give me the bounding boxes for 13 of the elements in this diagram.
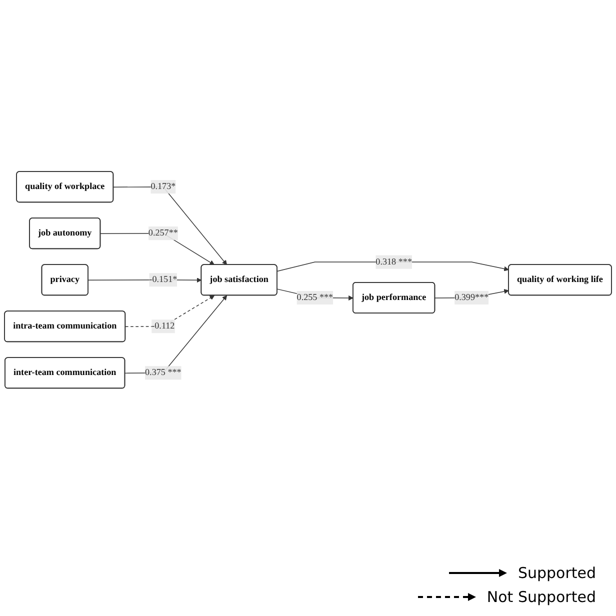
arrow	[124, 295, 228, 374]
edge-label: 0.257**	[148, 228, 178, 238]
edge-label: 0.173*	[150, 182, 176, 192]
arrow	[125, 295, 215, 328]
arrow	[113, 186, 228, 266]
edge-label: 0.255 ***	[296, 292, 334, 302]
legend-text: Not Supported	[486, 588, 596, 606]
legend-text: Supported	[518, 564, 596, 582]
edge-label: 0.399***	[454, 292, 489, 302]
edge-label: -0.151*	[149, 274, 178, 285]
edge-label: 0.375 ***	[145, 368, 182, 378]
edge-label: 0.318 ***	[376, 257, 412, 267]
edge-label: -0.112	[152, 321, 175, 332]
